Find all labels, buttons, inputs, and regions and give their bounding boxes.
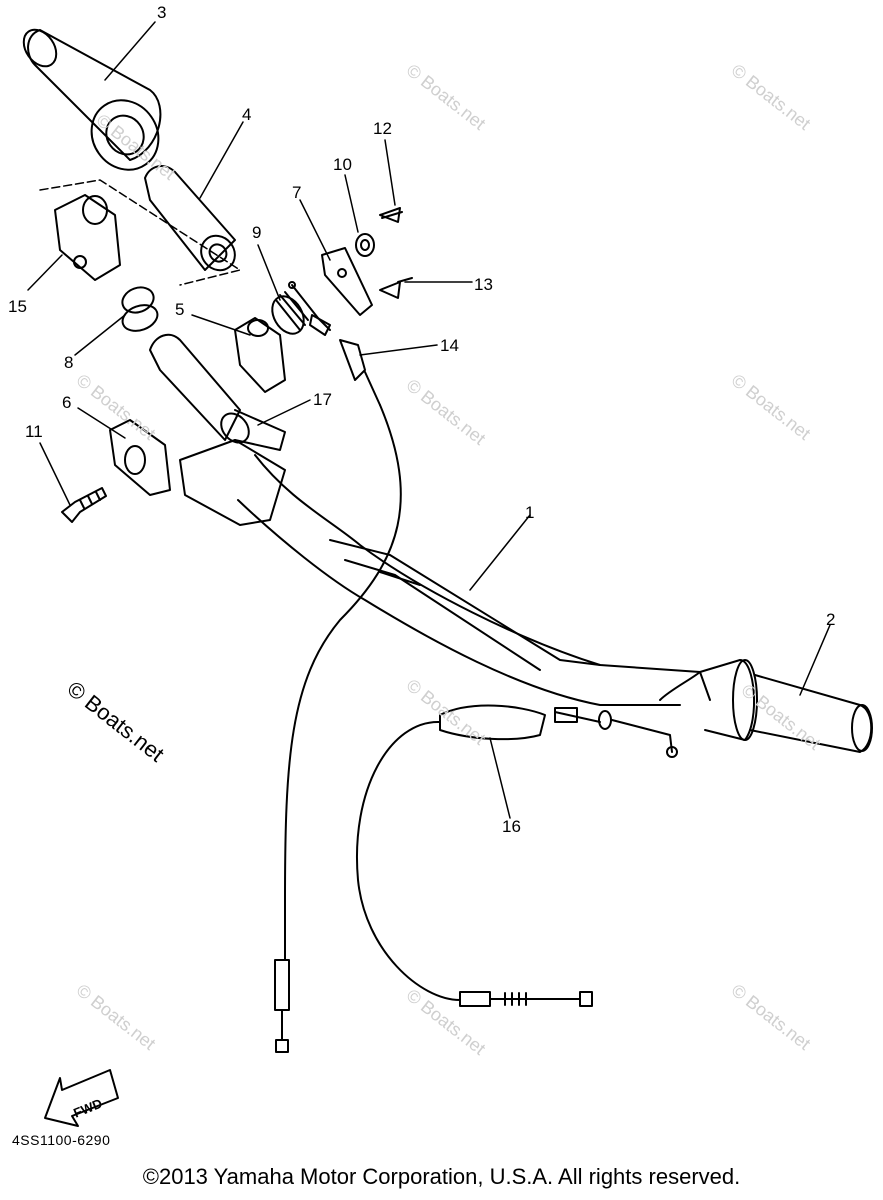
- diagram-reference-code: 4SS1100-6290: [12, 1132, 111, 1148]
- callout-12: 12: [373, 119, 392, 138]
- part-left-bar-tube: [149, 333, 286, 451]
- callout-13: 13: [474, 275, 493, 294]
- callout-1: 1: [525, 503, 534, 522]
- callout-9: 9: [252, 223, 261, 242]
- callout-11: 11: [25, 422, 43, 441]
- callout-5: 5: [175, 300, 184, 319]
- leader-lines: [27, 21, 831, 819]
- part-pulley: [271, 291, 309, 335]
- callout-14: 14: [440, 336, 459, 355]
- callout-17: 17: [313, 390, 332, 409]
- part-bracket: [321, 247, 373, 316]
- part-left-grip: [22, 28, 162, 171]
- part-bush: [355, 233, 375, 257]
- part-clamp-lower: [109, 419, 171, 496]
- callout-15: 15: [8, 297, 27, 316]
- part-throttle-housing: [54, 194, 121, 281]
- part-collar: [121, 286, 159, 332]
- part-throttle-sleeve: [39, 165, 241, 286]
- callouts: 3 4 12 10 7 9 13 15 5 14 8 17 6 11 1 2 1…: [8, 3, 835, 836]
- copyright-notice: ©2013 Yamaha Motor Corporation, U.S.A. A…: [142, 1164, 741, 1189]
- callout-16: 16: [502, 817, 521, 836]
- part-clutch-cable: [356, 704, 678, 1007]
- part-throttle-cable: [274, 281, 402, 1053]
- callout-6: 6: [62, 393, 71, 412]
- part-handlebar: [179, 439, 711, 706]
- fwd-label: FWD: [71, 1096, 104, 1121]
- callout-2: 2: [826, 610, 835, 629]
- part-screw-13: [379, 277, 413, 299]
- part-clamp-upper: [234, 317, 286, 393]
- part-screw-12: [379, 207, 403, 223]
- part-bolt: [61, 487, 107, 523]
- callout-3: 3: [157, 3, 166, 22]
- callout-8: 8: [64, 353, 73, 372]
- callout-4: 4: [242, 105, 251, 124]
- part-right-grip: [699, 659, 873, 753]
- callout-7: 7: [292, 183, 301, 202]
- fwd-arrow-icon: FWD: [44, 1069, 119, 1127]
- callout-10: 10: [333, 155, 352, 174]
